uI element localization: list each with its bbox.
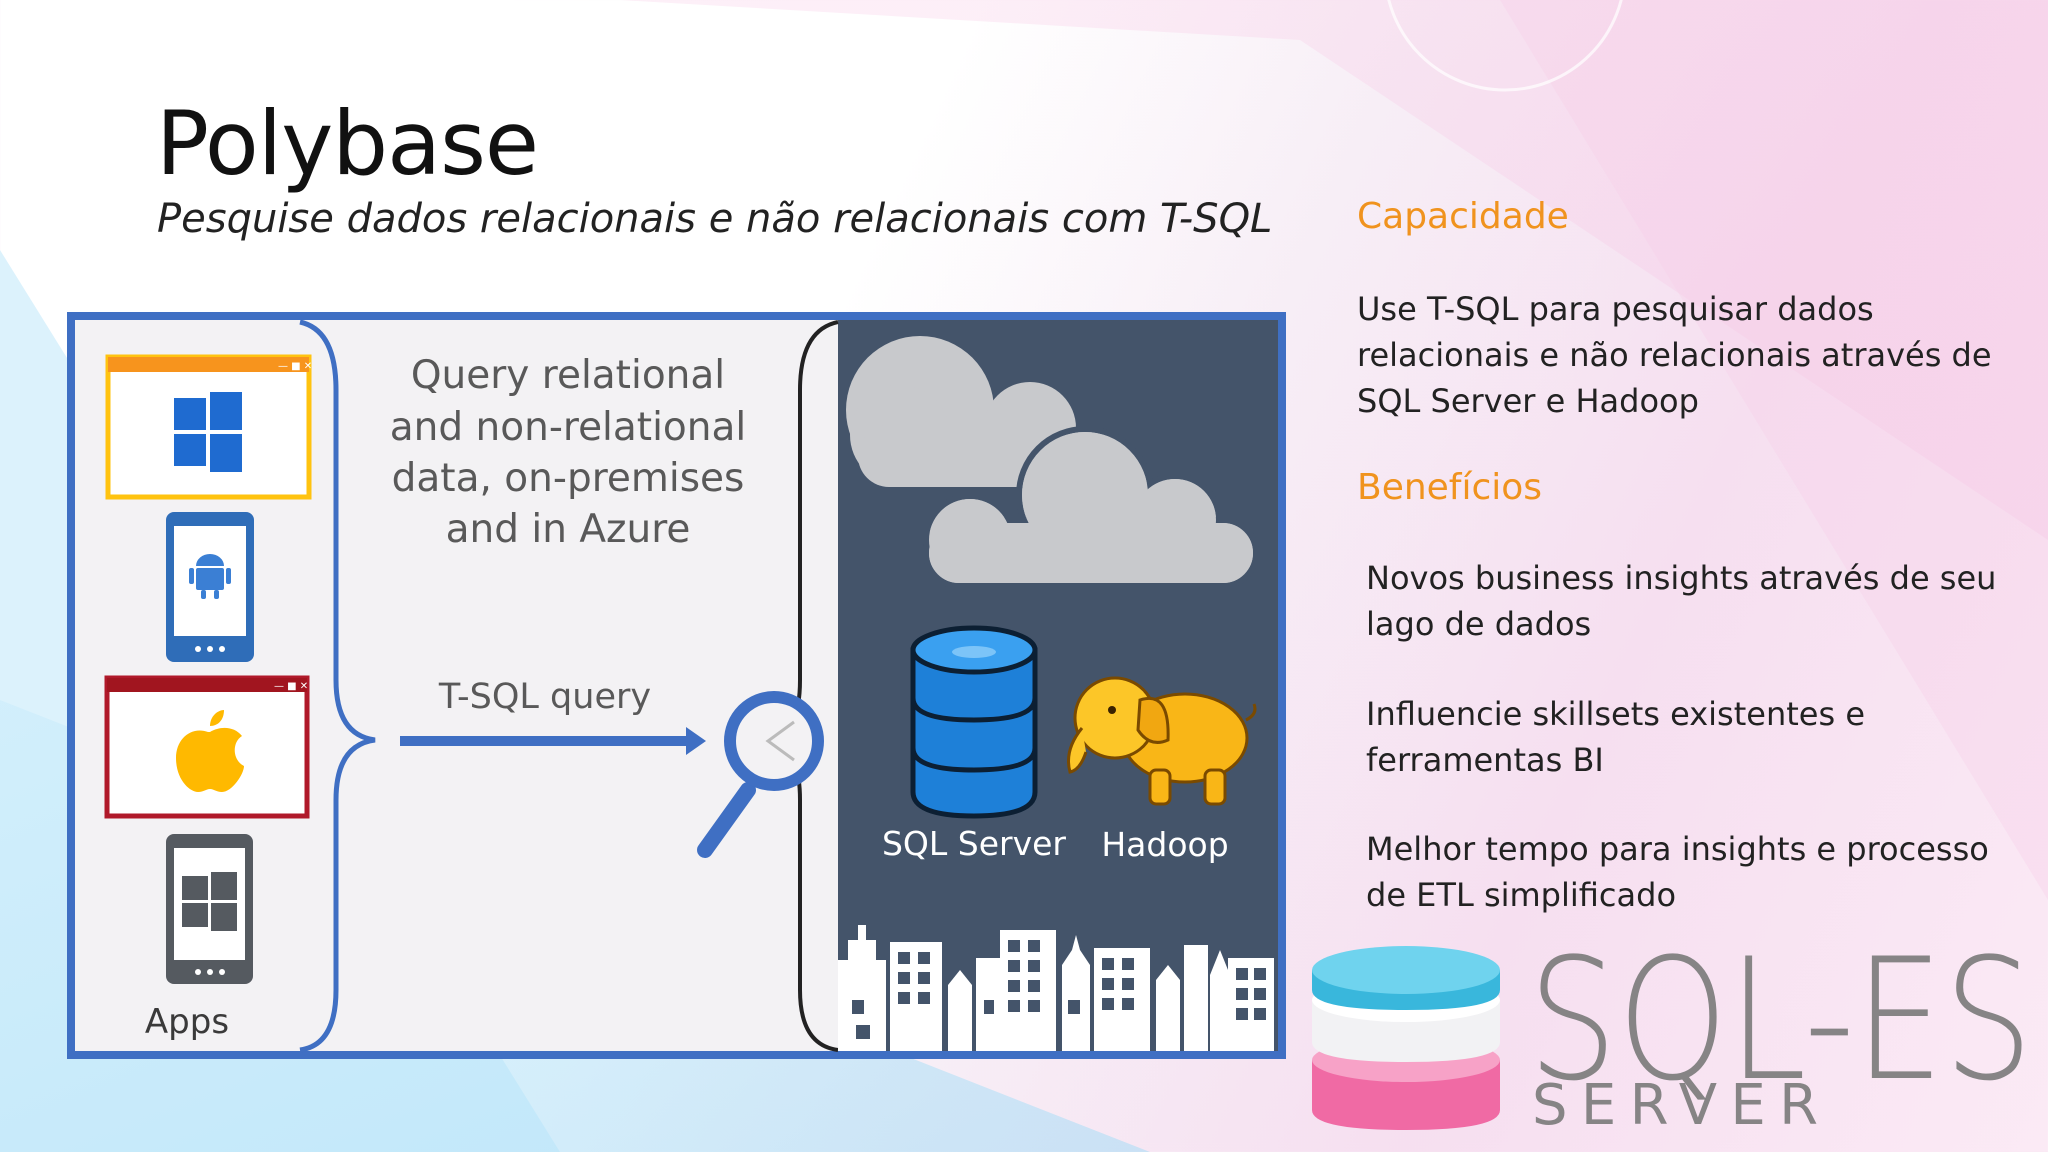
svg-text:and in Azure: and in Azure — [446, 507, 691, 552]
page-title: Polybase — [156, 92, 539, 195]
benefits-heading: Benefícios — [1357, 467, 1543, 508]
query-caption: Query relational and non-relational data… — [390, 353, 746, 552]
benefit-item: Influencie skillsets existentes e ferram… — [1366, 695, 1865, 779]
svg-text:and non-relational: and non-relational — [390, 405, 746, 450]
sql-server-label: SQL Server — [882, 824, 1066, 863]
svg-text:Query relational: Query relational — [411, 353, 725, 398]
capacity-heading: Capacidade — [1357, 196, 1569, 237]
capacity-text: Use T-SQL para pesquisar dados relaciona… — [1357, 290, 1992, 420]
hadoop-elephant-icon — [1067, 676, 1257, 806]
svg-text:— ■ ✕: — ■ ✕ — [274, 681, 308, 692]
database-icon — [910, 625, 1038, 819]
svg-text:data, on-premises: data, on-premises — [392, 456, 745, 501]
windows-icon — [174, 392, 242, 472]
hadoop-label: Hadoop — [1101, 825, 1228, 864]
benefit-item: Melhor tempo para insights e processo de… — [1366, 830, 1989, 914]
page-subtitle: Pesquise dados relacionais e não relacio… — [157, 196, 1273, 242]
tsql-label: T-SQL query — [438, 677, 651, 717]
apps-label: Apps — [145, 1002, 229, 1042]
android-phone — [166, 512, 254, 662]
benefit-item: Novos business insights através de seu l… — [1366, 559, 1997, 643]
svg-text:— ■ ✕: — ■ ✕ — [278, 361, 312, 372]
magnifier-icon — [697, 691, 824, 858]
apple-app: — ■ ✕ — [104, 675, 310, 819]
windows-app: — ■ ✕ — [105, 354, 312, 500]
apple-icon — [176, 710, 244, 792]
left-brace — [299, 319, 376, 1053]
windows-phone — [166, 834, 253, 984]
windows-phone-icon — [182, 872, 237, 931]
android-icon — [189, 554, 231, 599]
